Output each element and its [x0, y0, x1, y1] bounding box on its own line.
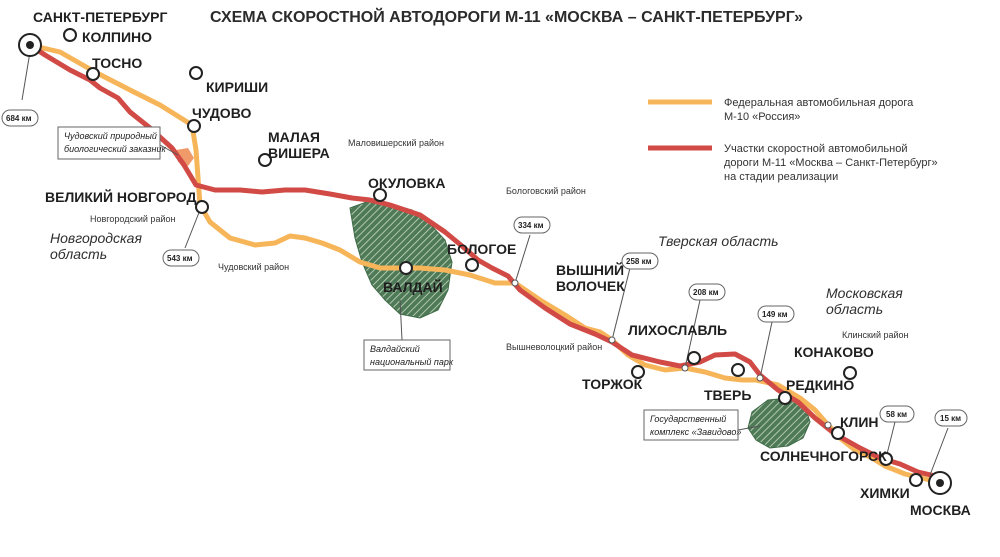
legend: Федеральная автомобильная дорога М-10 «Р…	[648, 97, 938, 183]
city-kirishi: КИРИШИ	[206, 79, 268, 95]
callout-zavidovo-line-2: комплекс «Завидово»	[650, 427, 741, 437]
okulovka-marker	[373, 188, 387, 202]
redkino-marker	[778, 391, 792, 405]
city-valdai: ВАЛДАЙ	[383, 278, 443, 295]
town-markers	[63, 28, 923, 487]
chudovo-marker	[187, 119, 201, 133]
km-marker-543: 543 км	[162, 209, 201, 267]
svg-text:258 км: 258 км	[626, 257, 652, 266]
district-vyshnevolotsky: Вышневолоцкий район	[506, 342, 602, 352]
district-klinsky: Клинский район	[842, 330, 909, 340]
km-marker-334: 334 км	[513, 216, 551, 284]
valdai-marker	[399, 261, 413, 275]
khimki-marker	[909, 473, 923, 487]
region-tver: Тверская область	[658, 233, 778, 249]
callout-valdai-line-2: национальный парк	[370, 357, 454, 367]
city-okulovka: ОКУЛОВКА	[368, 175, 445, 191]
svg-text:58 км: 58 км	[886, 410, 907, 419]
district-chudovsky: Чудовский район	[218, 262, 289, 272]
km-marker-258: 258 км	[611, 252, 659, 341]
svg-text:149 км: 149 км	[762, 310, 788, 319]
city-chudovo: ЧУДОВО	[192, 105, 251, 121]
city-solnechnogorsk: СОЛНЕЧНОГОРСК	[760, 448, 887, 464]
torzhok-marker	[631, 365, 645, 379]
konakovo-marker	[843, 366, 857, 380]
district-malovishersky: Маловишерский район	[348, 138, 444, 148]
legend-m11-label-1: Участки скоростной автомобильной	[724, 143, 907, 155]
klin-marker	[831, 426, 845, 440]
solnechnogorsk-marker	[879, 452, 893, 466]
city-likhoslavl: ЛИХОСЛАВЛЬ	[628, 322, 727, 338]
kolpino-marker	[63, 28, 77, 42]
likhoslavl-marker	[687, 351, 701, 365]
city-vyshny-1: ВЫШНИЙ	[556, 261, 624, 278]
svg-text:15 км: 15 км	[940, 414, 961, 423]
tosno-marker	[86, 67, 100, 81]
city-khimki: ХИМКИ	[860, 485, 910, 501]
map-title: СХЕМА СКОРОСТНОЙ АВТОДОРОГИ М-11 «МОСКВА…	[210, 7, 803, 26]
junction-dots	[511, 279, 832, 429]
district-novgorodsky: Новгородский район	[90, 214, 175, 224]
legend-federal-label-2: М-10 «Россия»	[724, 111, 800, 123]
svg-text:543 км: 543 км	[167, 254, 193, 263]
svg-text:208 км: 208 км	[693, 288, 719, 297]
city-tosno: ТОСНО	[92, 55, 142, 71]
callout-chudovsky-line-2: биологический заказник	[64, 144, 167, 154]
callout-chudovsky-reserve: Чудовский природный биологический заказн…	[57, 126, 179, 160]
km-marker-149: 149 км	[757, 305, 795, 379]
city-moskva: МОСКВА	[910, 502, 971, 518]
callout-zavidovo-line-1: Государственный	[650, 414, 726, 424]
city-spb: САНКТ-ПЕТЕРБУРГ	[33, 9, 167, 25]
bologoe-marker	[465, 258, 479, 272]
city-malaya-vishera-1: МАЛАЯ	[268, 129, 320, 145]
malaya-vishera-marker	[258, 153, 272, 167]
city-malaya-vishera-2: ВИШЕРА	[268, 145, 330, 161]
moscow-marker	[928, 471, 952, 495]
spb-marker	[18, 33, 42, 57]
kirishi-marker	[189, 66, 203, 80]
m11-toll-road	[27, 42, 938, 479]
region-novgorod-2: область	[50, 246, 107, 262]
km-marker-15: 15 км	[929, 409, 968, 476]
legend-m11-label-3: на стадии реализации	[724, 171, 838, 183]
v-novgorod-marker	[195, 200, 209, 214]
callout-valdai-line-1: Валдайский	[370, 344, 420, 354]
city-kolpino: КОЛПИНО	[82, 29, 152, 45]
svg-text:334 км: 334 км	[518, 221, 544, 230]
legend-federal-label-1: Федеральная автомобильная дорога	[724, 97, 914, 109]
tver-marker	[731, 363, 745, 377]
city-klin: КЛИН	[840, 414, 879, 430]
region-moscow-1: Московская	[826, 285, 903, 301]
svg-text:684 км: 684 км	[6, 114, 32, 123]
callout-valdai-park: Валдайский национальный парк	[363, 299, 454, 371]
city-konakovo: КОНАКОВО	[794, 344, 874, 360]
region-moscow-2: область	[826, 301, 883, 317]
city-vyshny-2: ВОЛОЧЕК	[556, 278, 625, 294]
callout-zavidovo: Государственный комплекс «Завидово»	[643, 409, 761, 441]
city-tver: ТВЕРЬ	[704, 387, 751, 403]
city-torzhok: ТОРЖОК	[582, 376, 643, 392]
valdai-national-park	[349, 199, 453, 319]
legend-m11-label-2: дороги М-11 «Москва – Санкт-Петербург»	[724, 157, 938, 169]
callout-chudovsky-line-1: Чудовский природный	[64, 131, 157, 141]
km-marker-58: 58 км	[879, 405, 915, 463]
district-bologovsky: Бологовский район	[506, 186, 586, 196]
city-redkino: РЕДКИНО	[786, 377, 854, 393]
km-marker-684: 684 км	[1, 51, 39, 127]
region-novgorod-1: Новгородская	[50, 230, 142, 246]
city-bologoe: БОЛОГОЕ	[447, 241, 516, 257]
city-v-novgorod: ВЕЛИКИЙ НОВГОРОД	[45, 188, 197, 205]
